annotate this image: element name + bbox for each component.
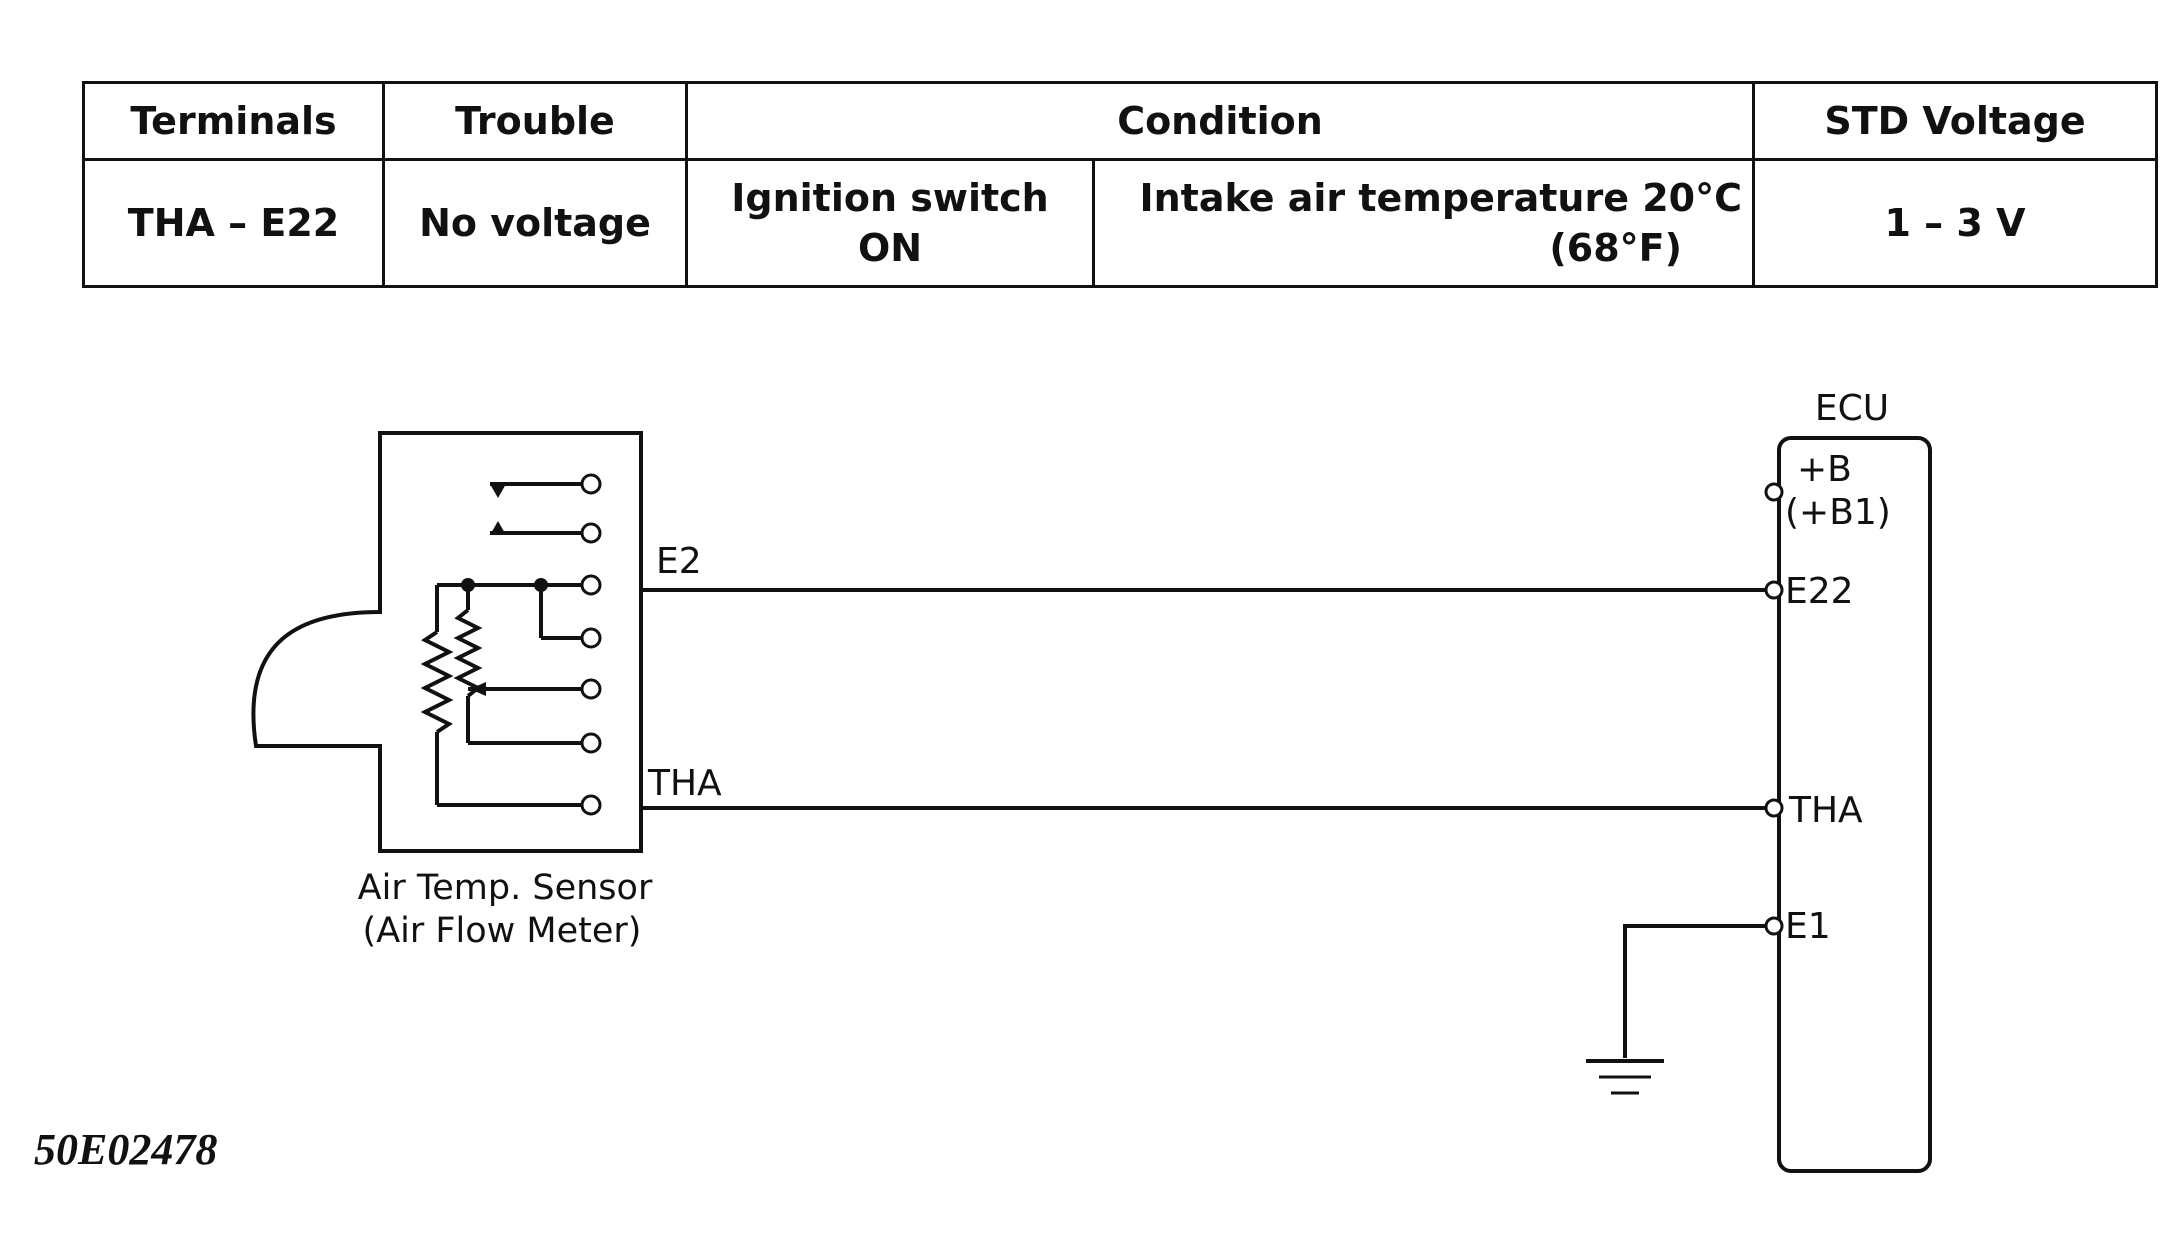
wire-e1-ground	[1623, 924, 1774, 1058]
condition-temp-line2: (68°F)	[1549, 226, 1682, 270]
header-trouble: Trouble	[382, 81, 688, 161]
ecu-pin-e22	[1764, 580, 1784, 600]
sensor-label-line2: (Air Flow Meter)	[363, 911, 642, 951]
thermistor-zigzag	[420, 630, 454, 734]
header-terminals: Terminals	[82, 81, 385, 161]
table-row: THA – E22 No voltage Ignition switch ON …	[82, 158, 2158, 288]
sensor-pin-e2	[580, 574, 602, 596]
sensor-pin-6	[580, 732, 602, 754]
figure-id: 50E02478	[34, 1125, 218, 1174]
ecu-label-e1: E1	[1785, 906, 1831, 947]
junction-dot-2	[534, 578, 548, 592]
cell-condition-ignition: Ignition switch ON	[685, 158, 1095, 288]
ecu-label-e22: E22	[1785, 571, 1854, 612]
sensor-pin-1	[580, 473, 602, 495]
cell-terminals: THA – E22	[82, 158, 385, 288]
table-header-row: Terminals Trouble Condition STD Voltage	[82, 81, 2158, 161]
sensor-housing	[251, 431, 643, 853]
ecu-pin-b	[1764, 482, 1784, 502]
ecu-pin-e1	[1764, 916, 1784, 936]
pin-triangle-up	[490, 521, 506, 535]
cell-trouble: No voltage	[382, 158, 688, 288]
label-sensor-e2: E2	[656, 541, 702, 582]
sensor-pin-5	[580, 678, 602, 700]
condition-ignition-line1: Ignition switch	[731, 176, 1049, 220]
ecu-label-tha: THA	[1788, 790, 1863, 831]
pin-triangle-down	[490, 484, 506, 498]
ecu-label-b1: (+B1)	[1785, 492, 1891, 533]
ecu-title: ECU	[1815, 388, 1889, 429]
header-std-voltage: STD Voltage	[1752, 81, 2158, 161]
cell-std-voltage: 1 – 3 V	[1752, 158, 2158, 288]
condition-temp-line1: Intake air temperature 20°C	[1139, 176, 1742, 220]
sensor-label-line1: Air Temp. Sensor	[358, 868, 653, 908]
sensor-pin-tha	[580, 794, 602, 816]
sensor-pin-4	[580, 627, 602, 649]
label-sensor-tha: THA	[647, 763, 722, 804]
wiper-arrow	[470, 682, 486, 696]
sensor-pin-2	[580, 522, 602, 544]
potentiometer-zigzag	[453, 608, 483, 698]
ecu-pin-tha	[1764, 798, 1784, 818]
header-condition: Condition	[685, 81, 1755, 161]
junction-dot-1	[461, 578, 475, 592]
cell-condition-temperature: Intake air temperature 20°C (68°F)	[1092, 158, 1755, 288]
ecu-label-b: +B	[1797, 449, 1852, 490]
condition-ignition-line2: ON	[857, 226, 923, 270]
spec-table: Terminals Trouble Condition STD Voltage …	[82, 81, 2158, 288]
